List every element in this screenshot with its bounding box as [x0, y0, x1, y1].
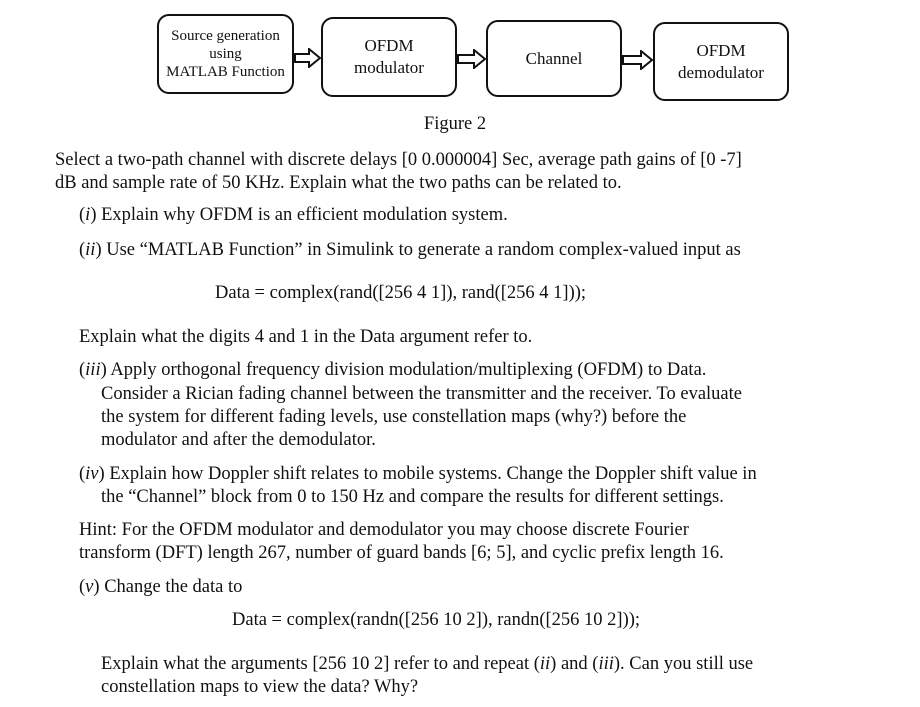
- question-line: Consider a Rician fading channel between…: [101, 384, 742, 404]
- question-line: constellation maps to view the data? Why…: [101, 677, 419, 697]
- numeral: i: [85, 205, 91, 225]
- hint-line: Hint: For the OFDM modulator and demodul…: [79, 520, 689, 540]
- numeral: iii: [85, 360, 101, 380]
- arrow-icon: [294, 48, 322, 68]
- digits-question: Explain what the digits 4 and 1 in the D…: [79, 327, 533, 347]
- equation-2: Data = complex(randn([256 10 2]), randn(…: [232, 610, 641, 630]
- question-line: Explain what the arguments [256 10 2] re…: [101, 653, 753, 675]
- question-v: (v) Change the data to: [79, 577, 243, 597]
- question-text: Apply orthogonal frequency division modu…: [106, 360, 707, 380]
- block-label: demodulator: [678, 62, 764, 82]
- block-label: MATLAB Function: [166, 64, 285, 80]
- question-text: Change the data to: [99, 577, 243, 597]
- block-ofdm-demodulator: OFDM demodulator: [653, 22, 789, 101]
- arrow-icon: [622, 50, 654, 70]
- text: ) and (: [550, 654, 599, 674]
- numeral: ii: [539, 654, 551, 674]
- question-text: Explain how Doppler shift relates to mob…: [104, 464, 757, 484]
- question-iii: (iii) Apply orthogonal frequency divisio…: [79, 360, 707, 380]
- block-label: modulator: [354, 58, 424, 77]
- question-text: Use “MATLAB Function” in Simulink to gen…: [101, 240, 741, 260]
- numeral: iii: [598, 654, 614, 674]
- text: ). Can you still use: [613, 654, 754, 674]
- block-label: OFDM: [696, 40, 746, 60]
- question-line: the “Channel” block from 0 to 150 Hz and…: [101, 487, 724, 507]
- question-line: the system for different fading levels, …: [101, 407, 687, 427]
- numeral: iv: [85, 464, 99, 484]
- arrow-icon: [457, 49, 487, 69]
- hint-line: transform (DFT) length 267, number of gu…: [79, 543, 724, 563]
- intro-line: Select a two-path channel with discrete …: [55, 150, 742, 170]
- block-label: using: [209, 46, 242, 62]
- block-source-generation: Source generation using MATLAB Function: [157, 14, 294, 94]
- block-label: Source generation: [171, 28, 280, 44]
- question-ii: (ii) Use “MATLAB Function” in Simulink t…: [79, 240, 741, 260]
- text: Explain what the arguments [256 10 2] re…: [101, 654, 540, 674]
- block-label: Channel: [525, 48, 583, 68]
- question-i: (i) Explain why OFDM is an efficient mod…: [79, 205, 508, 225]
- question-line: modulator and after the demodulator.: [101, 430, 376, 450]
- block-ofdm-modulator: OFDM modulator: [321, 17, 457, 97]
- intro-line: dB and sample rate of 50 KHz. Explain wh…: [55, 173, 622, 193]
- block-label: OFDM: [364, 36, 414, 55]
- question-iv: (iv) Explain how Doppler shift relates t…: [79, 464, 757, 484]
- block-channel: Channel: [486, 20, 622, 97]
- numeral: v: [85, 577, 94, 597]
- question-text: Explain why OFDM is an efficient modulat…: [96, 205, 508, 225]
- numeral: ii: [85, 240, 96, 260]
- figure-caption: Figure 2: [423, 114, 487, 134]
- equation-1: Data = complex(rand([256 4 1]), rand([25…: [215, 283, 587, 303]
